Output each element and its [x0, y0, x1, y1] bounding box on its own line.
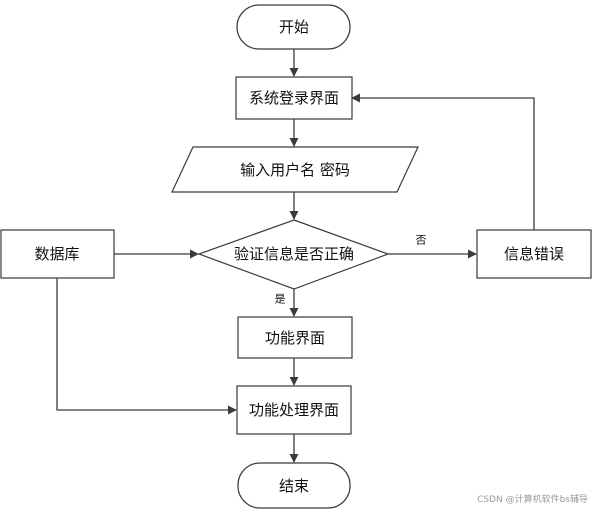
watermark: CSDN @计算机软件bs辅导: [477, 493, 588, 505]
node-start-label: 开始: [279, 18, 309, 36]
node-input: 输入用户名 密码: [171, 146, 419, 193]
connectors: [56, 49, 535, 463]
process-shape: [236, 385, 352, 435]
node-function-label: 功能界面: [265, 329, 325, 347]
node-verify: 验证信息是否正确: [197, 219, 390, 290]
node-process: 功能处理界面: [236, 385, 352, 435]
node-function: 功能界面: [237, 316, 353, 359]
terminator-shape: [237, 462, 351, 509]
edge-error-to-login: [351, 93, 535, 230]
terminator-shape: [236, 4, 351, 50]
process-shape: [0, 229, 115, 279]
node-database-label: 数据库: [34, 245, 79, 263]
node-start: 开始: [236, 4, 351, 50]
node-verify-label: 验证信息是否正确: [234, 245, 354, 263]
node-login-label: 系统登录界面: [249, 89, 339, 107]
edge-label-yes: 是: [275, 293, 286, 306]
edge-label-no: 否: [416, 234, 427, 247]
node-input-label: 输入用户名 密码: [240, 161, 350, 179]
node-error-label: 信息错误: [504, 245, 564, 263]
process-shape: [235, 76, 353, 120]
node-process-label: 功能处理界面: [249, 401, 339, 419]
node-database: 数据库: [0, 229, 115, 279]
io-shape: [171, 146, 419, 193]
node-login: 系统登录界面: [235, 76, 353, 120]
process-shape: [237, 316, 353, 359]
node-end: 结束: [237, 462, 351, 509]
process-shape: [476, 229, 592, 279]
decision-shape: [197, 219, 390, 290]
edge-database-to-process: [56, 278, 237, 415]
node-error: 信息错误: [476, 229, 592, 279]
node-end-label: 结束: [279, 477, 309, 495]
